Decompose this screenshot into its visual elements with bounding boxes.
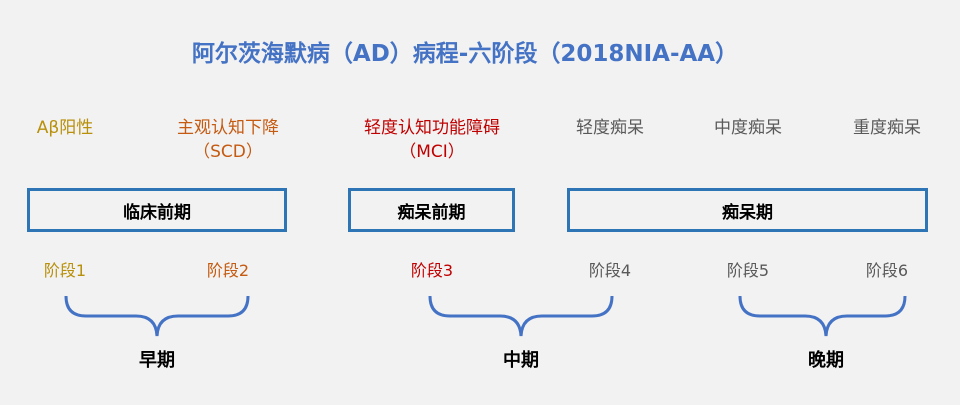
label-line: Aβ阳性 <box>36 118 94 138</box>
label-severe-dementia: 重度痴呆 <box>853 116 921 140</box>
phase-predementia: 痴呆前期 <box>348 188 515 232</box>
stage-4: 阶段4 <box>588 261 632 280</box>
diagram-title: 阿尔茨海默病（AD）病程-六阶段（2018NIA-AA） <box>191 41 739 67</box>
era-late: 晚期 <box>808 350 844 371</box>
phase-dementia: 痴呆期 <box>567 188 928 232</box>
label-line: （SCD） <box>193 142 263 162</box>
stage-1: 阶段1 <box>43 261 87 280</box>
label-line: 轻度认知功能障碍 <box>364 118 500 138</box>
label-moderate-dementia: 中度痴呆 <box>714 116 782 140</box>
label-line: 重度痴呆 <box>853 118 921 138</box>
brace-middle <box>428 295 614 337</box>
label-abeta-positive: Aβ阳性 <box>37 116 93 140</box>
label-line: （MCI） <box>399 142 465 162</box>
stage-3: 阶段3 <box>410 261 454 280</box>
label-line: 主观认知下降 <box>177 118 279 138</box>
label-line: 轻度痴呆 <box>576 118 644 138</box>
label-mci: 轻度认知功能障碍 （MCI） <box>364 116 500 164</box>
era-early: 早期 <box>139 350 175 371</box>
stage-6: 阶段6 <box>865 261 909 280</box>
label-scd: 主观认知下降 （SCD） <box>177 116 279 164</box>
label-line: 中度痴呆 <box>714 118 782 138</box>
stage-5: 阶段5 <box>726 261 770 280</box>
phase-preclinical: 临床前期 <box>27 188 287 232</box>
brace-early <box>64 295 250 337</box>
era-middle: 中期 <box>503 350 539 371</box>
stage-2: 阶段2 <box>206 261 250 280</box>
brace-late <box>738 295 907 337</box>
label-mild-dementia: 轻度痴呆 <box>576 116 644 140</box>
